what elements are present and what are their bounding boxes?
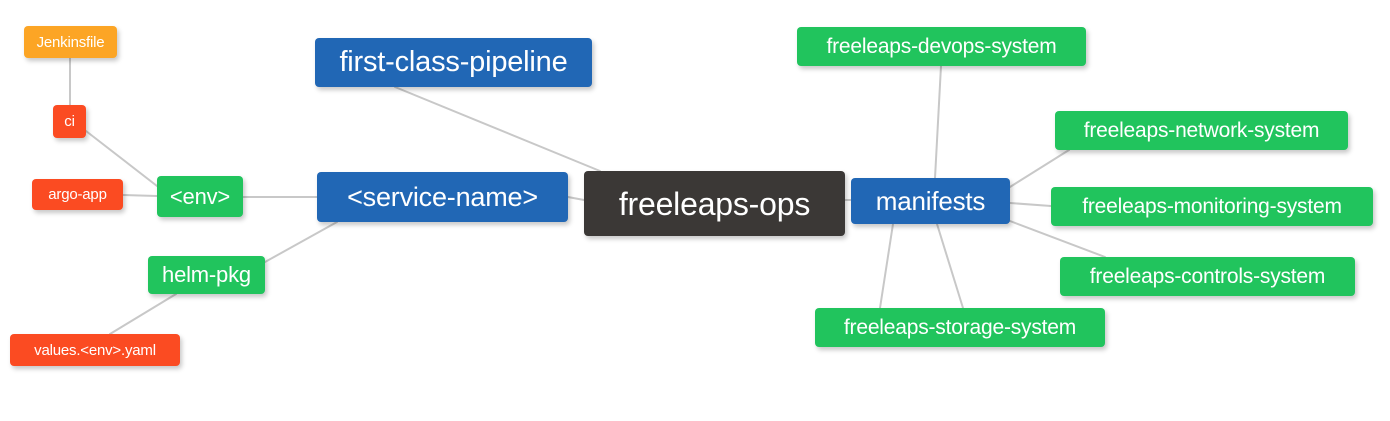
node-label: Jenkinsfile (36, 33, 105, 51)
edge-argo-app-to-env (122, 194, 158, 197)
node-ci[interactable]: ci (53, 105, 86, 138)
node-freeleaps-storage-system[interactable]: freeleaps-storage-system (815, 308, 1105, 347)
node-freeleaps-network-system[interactable]: freeleaps-network-system (1055, 111, 1348, 150)
node-label: freeleaps-devops-system (826, 35, 1057, 58)
node-label: freeleaps-ops (618, 185, 811, 222)
node-label: <service-name> (347, 181, 538, 212)
node-label: ci (64, 113, 75, 130)
node-label: freeleaps-network-system (1083, 119, 1320, 142)
node-label: values.<env>.yaml (34, 341, 156, 359)
node-argo-app[interactable]: argo-app (32, 179, 123, 210)
node-freeleaps-monitoring-system[interactable]: freeleaps-monitoring-system (1051, 187, 1373, 226)
node-freeleaps-ops[interactable]: freeleaps-ops (584, 171, 845, 236)
node-label: <env> (169, 183, 231, 209)
node-freeleaps-controls-system[interactable]: freeleaps-controls-system (1060, 257, 1355, 296)
node-jenkinsfile[interactable]: Jenkinsfile (24, 26, 117, 58)
node-helm-pkg[interactable]: helm-pkg (148, 256, 265, 294)
node-freeleaps-devops-system[interactable]: freeleaps-devops-system (797, 27, 1086, 66)
edge-manifests-to-freeleaps-storage-system (936, 223, 964, 309)
edge-service-name-to-freeleaps-ops (567, 196, 585, 201)
node-service-name[interactable]: <service-name> (317, 172, 568, 222)
edge-first-class-pipeline-to-freeleaps-ops (394, 86, 601, 172)
edge-helm-pkg-to-values-env-yaml (109, 293, 177, 335)
edge-ci-to-env (85, 130, 158, 187)
edge-manifests-to-freeleaps-devops-system (934, 65, 942, 179)
node-label: freeleaps-monitoring-system (1082, 195, 1342, 218)
node-manifests[interactable]: manifests (851, 178, 1010, 224)
node-label: manifests (875, 186, 986, 216)
edge-manifests-to-freeleaps-monitoring-system (1009, 202, 1052, 207)
edge-freeleaps-ops-to-freeleaps-storage-system (879, 223, 894, 309)
edge-service-name-to-helm-pkg (264, 221, 338, 263)
node-label: argo-app (48, 186, 107, 203)
node-label: freeleaps-storage-system (843, 316, 1077, 339)
edge-manifests-to-freeleaps-controls-system (1009, 220, 1106, 258)
node-label: helm-pkg (162, 262, 251, 287)
edge-manifests-to-freeleaps-network-system (1009, 149, 1070, 188)
node-label: first-class-pipeline (339, 46, 568, 78)
node-values-env-yaml[interactable]: values.<env>.yaml (10, 334, 180, 366)
node-env[interactable]: <env> (157, 176, 243, 217)
node-label: freeleaps-controls-system (1089, 265, 1326, 288)
node-first-class-pipeline[interactable]: first-class-pipeline (315, 38, 592, 87)
